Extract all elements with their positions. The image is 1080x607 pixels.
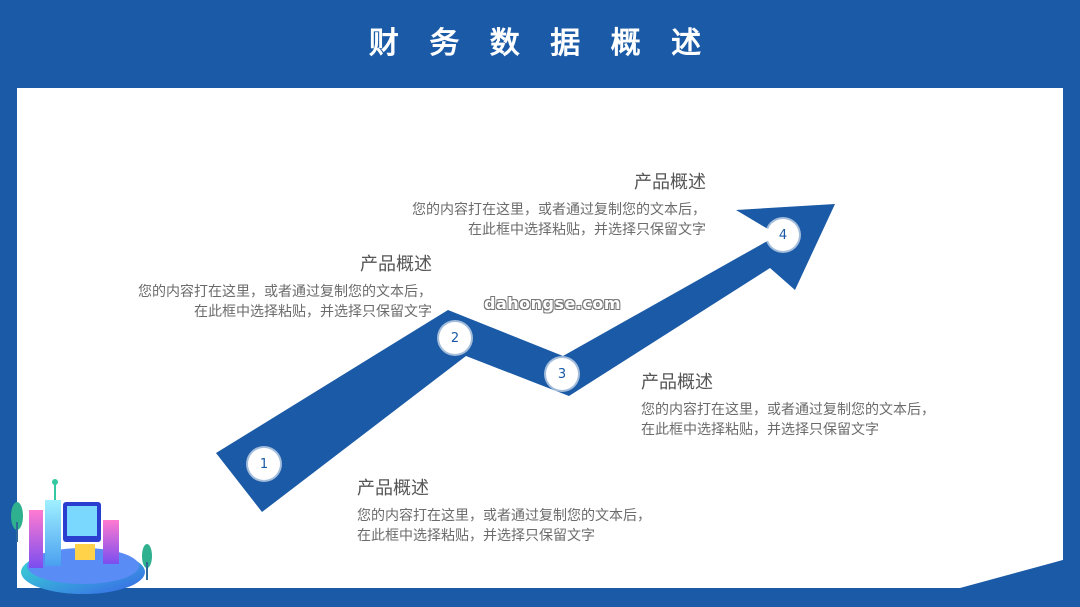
step-2-heading: 产品概述: [360, 254, 432, 275]
step-3-line2: 在此框中选择粘贴，并选择只保留文字: [641, 422, 879, 438]
step-3-marker: 3: [546, 358, 578, 390]
step-3-heading: 产品概述: [641, 372, 713, 393]
step-2-text: 产品概述 您的内容打在这里，或者通过复制您的文本后， 在此框中选择粘贴，并选择只…: [56, 250, 432, 322]
step-4-marker: 4: [767, 219, 799, 251]
watermark: dahongse.com: [484, 294, 622, 313]
city-isometric-illustration-icon: [11, 479, 152, 594]
step-1-text: 产品概述 您的内容打在这里，或者通过复制您的文本后， 在此框中选择粘贴，并选择只…: [357, 474, 737, 546]
step-1-line2: 在此框中选择粘贴，并选择只保留文字: [357, 528, 595, 544]
step-1-line1: 您的内容打在这里，或者通过复制您的文本后，: [357, 508, 651, 524]
step-4-heading: 产品概述: [634, 172, 706, 193]
step-1-heading: 产品概述: [357, 478, 429, 499]
step-4-line2: 在此框中选择粘贴，并选择只保留文字: [468, 222, 706, 238]
step-3-text: 产品概述 您的内容打在这里，或者通过复制您的文本后， 在此框中选择粘贴，并选择只…: [641, 368, 1021, 440]
bottom-band: [17, 560, 1063, 590]
content-card: [17, 88, 1063, 588]
step-1-marker: 1: [248, 448, 280, 480]
step-4-text: 产品概述 您的内容打在这里，或者通过复制您的文本后， 在此框中选择粘贴，并选择只…: [330, 168, 706, 240]
arrow-shape: [216, 204, 835, 512]
step-3-line1: 您的内容打在这里，或者通过复制您的文本后，: [641, 402, 935, 418]
step-4-line1: 您的内容打在这里，或者通过复制您的文本后，: [412, 202, 706, 218]
page-title: 财 务 数 据 概 述: [368, 26, 712, 61]
bottom-band-fill: [17, 560, 1063, 607]
step-2-line2: 在此框中选择粘贴，并选择只保留文字: [194, 304, 432, 320]
step-2-marker: 2: [439, 322, 471, 354]
step-2-line1: 您的内容打在这里，或者通过复制您的文本后，: [138, 284, 432, 300]
